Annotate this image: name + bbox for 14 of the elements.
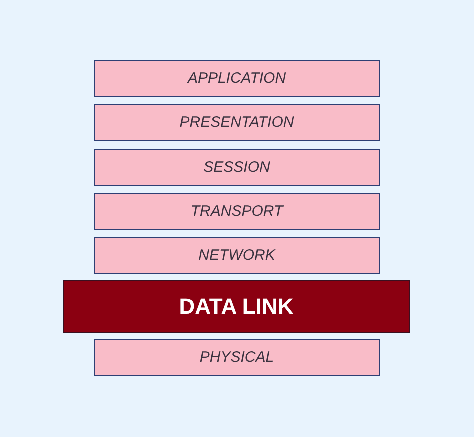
layer-bar bbox=[94, 149, 380, 186]
layer-label: PHYSICAL bbox=[200, 349, 274, 366]
layer-bar bbox=[94, 193, 380, 230]
layer-label: SESSION bbox=[204, 159, 270, 176]
layer-label: APPLICATION bbox=[188, 70, 286, 87]
layer-bar bbox=[94, 339, 380, 376]
layer-bar bbox=[94, 60, 380, 97]
highlighted-layer-bar bbox=[63, 280, 410, 333]
layer-label: NETWORK bbox=[198, 247, 276, 264]
layer-bar bbox=[94, 237, 380, 274]
layer-label: DATA LINK bbox=[179, 294, 294, 320]
layer-label: PRESENTATION bbox=[180, 114, 294, 131]
layer-label: TRANSPORT bbox=[190, 203, 284, 220]
layer-bar bbox=[94, 104, 380, 141]
